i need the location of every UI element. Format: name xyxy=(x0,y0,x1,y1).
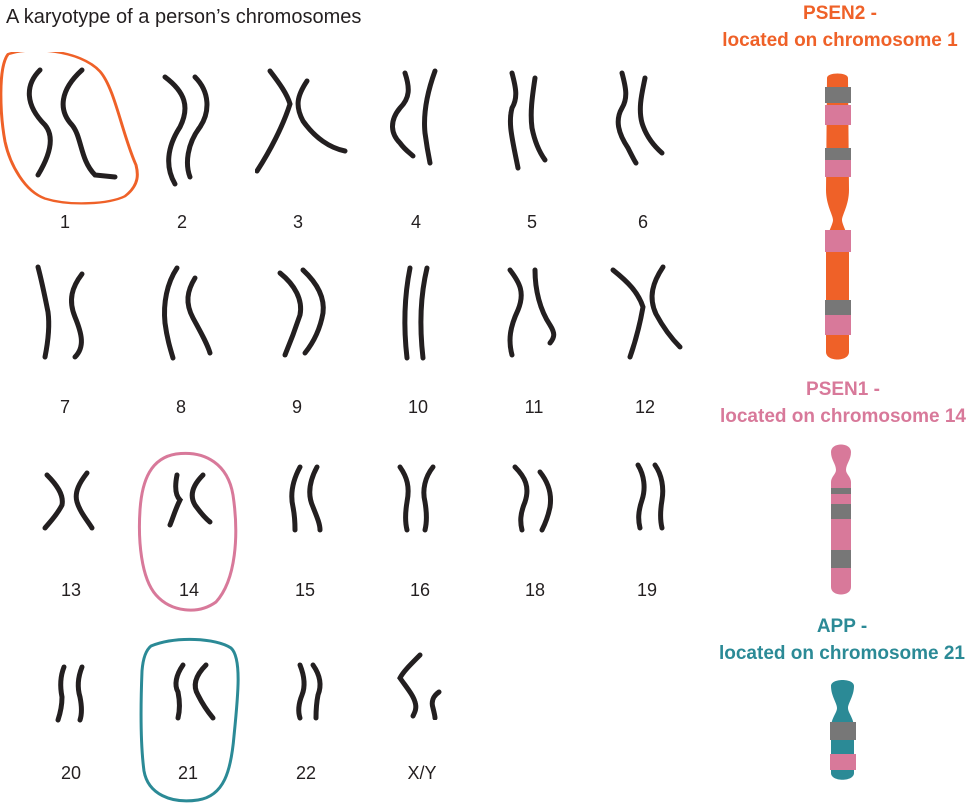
chromosome-pair-20 xyxy=(55,664,85,723)
gene-location-psen1: located on chromosome 14 xyxy=(719,406,966,427)
chromosome-label-11: 11 xyxy=(524,397,544,417)
chromosome-label-21: 21 xyxy=(177,763,199,783)
chromosome-pair-11 xyxy=(507,267,557,358)
chromosome-label-3: 3 xyxy=(292,212,303,232)
chromosome-label-9: 9 xyxy=(291,397,302,417)
gene-name-psen2: PSEN2 - xyxy=(803,3,877,24)
chromosome-pair-8 xyxy=(162,265,213,361)
chromosome-label-10: 10 xyxy=(407,397,429,417)
chromosome-label-7: 7 xyxy=(59,397,70,417)
chromosome-label-2: 2 xyxy=(176,212,187,232)
chromosome-pair-19 xyxy=(635,462,666,531)
gene-name-app: APP - xyxy=(816,616,868,637)
chromosome-pair-16 xyxy=(397,464,436,533)
gene-label-psen1: PSEN1 - located on chromosome 14 xyxy=(706,376,980,430)
chromosome-pair-2 xyxy=(162,74,210,187)
highlight-circle-chromosome-1 xyxy=(0,52,139,205)
gene-label-psen2: PSEN2 - located on chromosome 1 xyxy=(700,0,980,54)
chromosome-label-4: 4 xyxy=(410,212,421,232)
diagram-title: A karyotype of a person’s chromosomes xyxy=(6,6,362,28)
chromosome-label-1: 1 xyxy=(59,212,70,232)
chromosome-label-20: 20 xyxy=(60,763,82,783)
chromosome-label-5: 5 xyxy=(526,212,537,232)
chromosome-label-13: 13 xyxy=(60,580,82,600)
chromosome-label-8: 8 xyxy=(175,397,186,417)
chromosome-label-22: 22 xyxy=(295,763,317,783)
chromosome-14-diagram xyxy=(831,444,851,595)
chromosome-label-15: 15 xyxy=(294,580,316,600)
chromosome-pair-21 xyxy=(173,662,216,721)
gene-label-app: APP - located on chromosome 21 xyxy=(704,613,980,667)
chromosome-pair-3 xyxy=(255,68,348,174)
chromosome-pair-13 xyxy=(42,470,95,531)
chromosome-1-diagram xyxy=(825,73,851,360)
chromosome-label-14: 14 xyxy=(178,580,200,600)
chromosome-pair-12 xyxy=(610,264,683,360)
gene-location-app: located on chromosome 21 xyxy=(718,643,965,664)
chromosome-label-x-y: X/Y xyxy=(407,763,437,783)
chromosome-pair-6 xyxy=(615,70,665,166)
chromosome-21-diagram xyxy=(830,680,856,780)
chromosome-pair-22 xyxy=(296,662,323,721)
chromosome-label-12: 12 xyxy=(634,397,656,417)
chromosome-pair-18 xyxy=(512,464,553,533)
chromosome-pair-1 xyxy=(26,67,118,180)
chromosome-pair-7 xyxy=(35,264,85,360)
chromosome-label-18: 18 xyxy=(524,580,546,600)
chromosome-pair-14 xyxy=(167,472,213,528)
highlight-circle-chromosome-21 xyxy=(139,638,240,803)
gene-name-psen1: PSEN1 - xyxy=(806,379,880,400)
chromosome-pair-5 xyxy=(507,70,548,171)
chromosome-label-19: 19 xyxy=(636,580,658,600)
chromosome-label-6: 6 xyxy=(637,212,648,232)
highlight-circle-chromosome-14 xyxy=(137,451,238,612)
chromosome-label-16: 16 xyxy=(409,580,431,600)
chromosome-pair-4 xyxy=(390,68,438,166)
chromosome-pair-10 xyxy=(402,265,430,361)
gene-location-psen2: located on chromosome 1 xyxy=(722,30,958,51)
chromosome-pair-x-y xyxy=(397,652,442,720)
chromosome-pair-15 xyxy=(289,464,323,533)
chromosome-pair-9 xyxy=(277,267,326,358)
